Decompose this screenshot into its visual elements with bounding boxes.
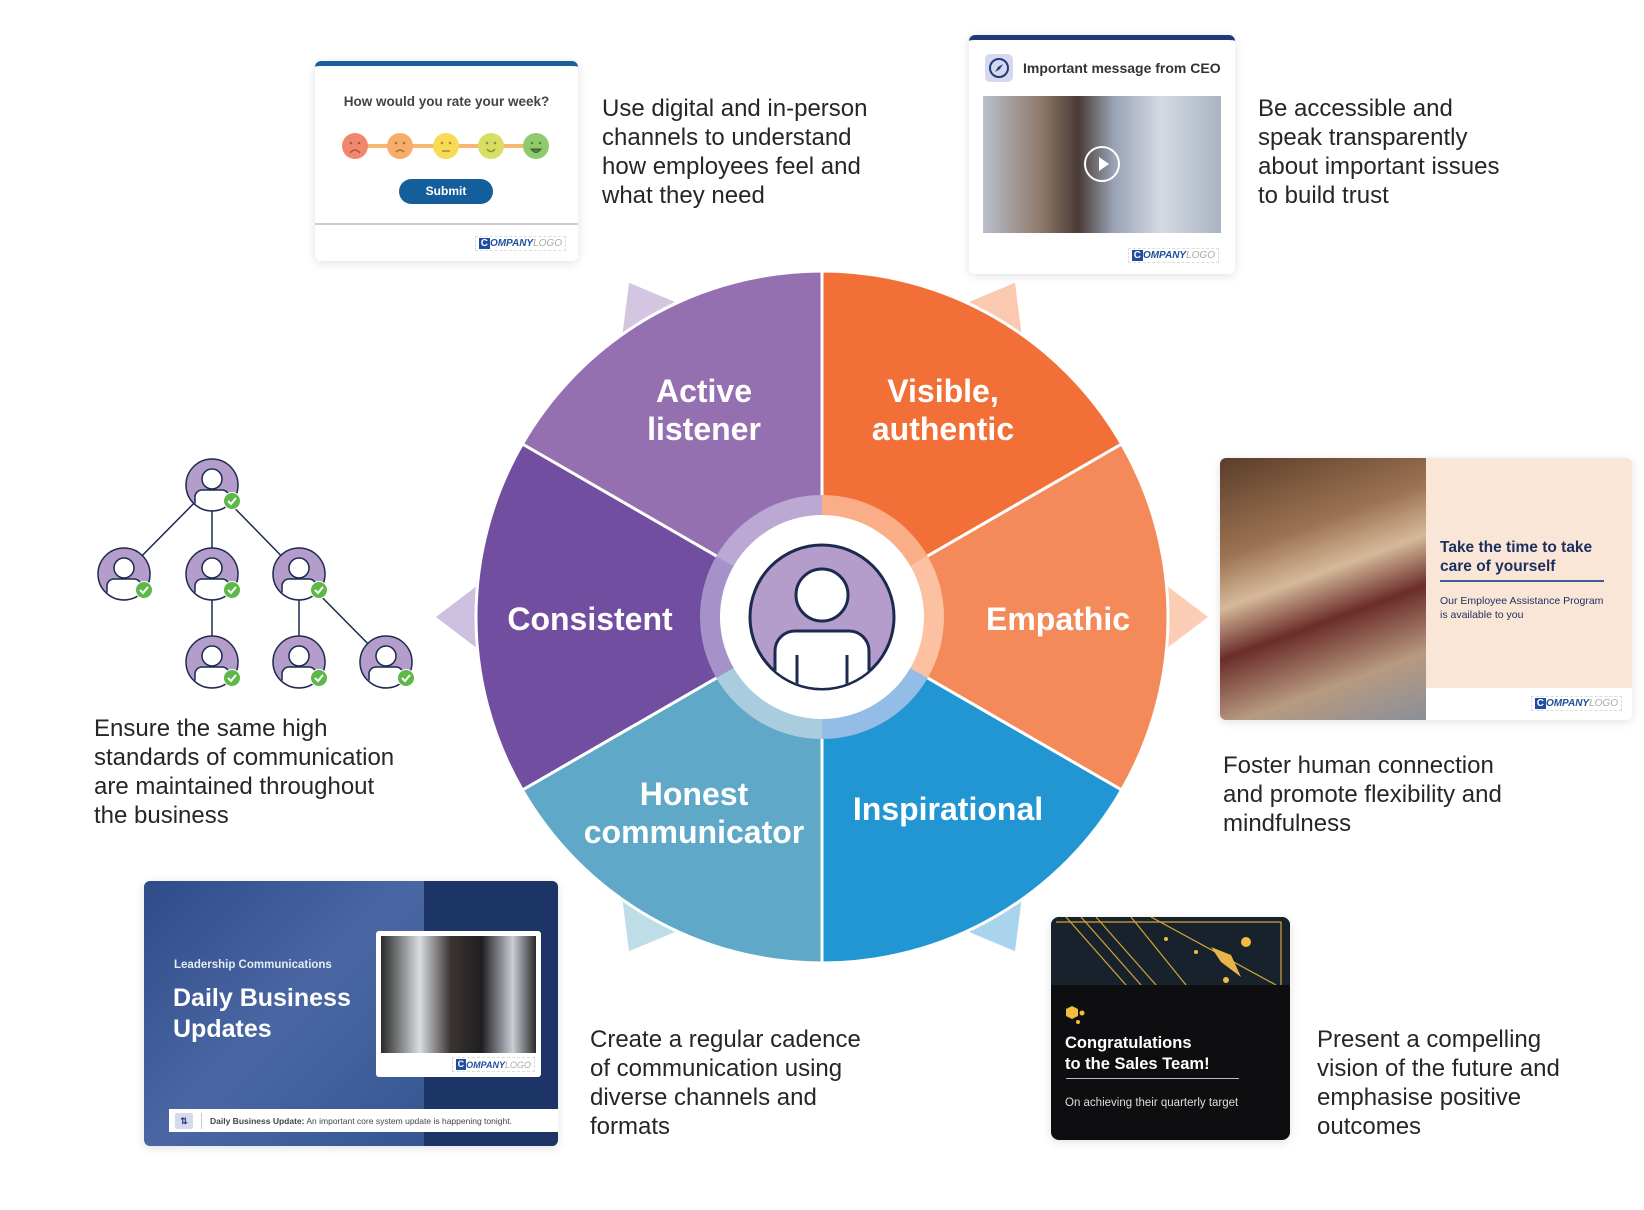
handshake-photo [381, 936, 536, 1053]
gold-lines-artwork [1051, 917, 1290, 985]
smile-face-icon[interactable] [478, 133, 504, 159]
label-visible-authentic: Visible, authentic [871, 373, 1015, 447]
description-honest: Create a regular cadence of communicatio… [590, 1026, 861, 1140]
neutral-face-icon[interactable] [433, 133, 459, 159]
org-chart [97, 458, 415, 689]
congrats-card: Congratulations to the Sales Team! On ac… [1051, 917, 1290, 1140]
check-circle-icon [135, 581, 153, 599]
label-consistent: Consistent [507, 601, 673, 637]
org-node-person-icon [185, 547, 239, 601]
description-empathic: Foster human connection and promote flex… [1223, 752, 1502, 837]
person-icon [748, 543, 896, 691]
ticker-bar: ⇅ Daily Business Update: An important co… [169, 1109, 558, 1132]
compass-icon [985, 54, 1013, 82]
check-circle-icon [310, 581, 328, 599]
very-sad-face-icon[interactable] [342, 133, 368, 159]
pointer-empathic [1161, 581, 1208, 653]
check-circle-icon [223, 492, 241, 510]
segment-consistent[interactable] [474, 441, 826, 793]
cafe-photo [1220, 458, 1426, 720]
check-circle-icon [223, 581, 241, 599]
org-node-person-icon [185, 635, 239, 689]
label-active-listener: Active listener [647, 373, 761, 447]
banner-title: Daily Business Updates [173, 984, 351, 1043]
org-node-person-icon [272, 635, 326, 689]
label-empathic: Empathic [985, 601, 1131, 637]
daily-updates-card: Leadership Communications Daily Business… [144, 881, 558, 1146]
sad-face-icon[interactable] [387, 133, 413, 159]
happy-face-icon[interactable] [523, 133, 549, 159]
wellbeing-panel [1426, 458, 1632, 688]
label-inspirational: Inspirational [852, 791, 1044, 827]
description-inspirational: Present a compelling vision of the futur… [1317, 1026, 1560, 1140]
segment-empathic[interactable] [819, 441, 1170, 793]
hexagon-icon [1066, 1006, 1085, 1024]
congrats-subtitle: On achieving their quarterly target [1065, 1097, 1239, 1109]
rating-scale[interactable] [315, 126, 578, 166]
wellbeing-title: Take the time to take care of yourself [1440, 539, 1593, 575]
wellbeing-subtitle: Our Employee Assistance Program is avail… [1440, 595, 1604, 621]
description-consistent: Ensure the same high standards of commun… [94, 715, 395, 829]
label-honest-communicator: Honest communicator [583, 776, 805, 850]
org-node-person-icon [185, 458, 239, 512]
video-thumbnail[interactable] [983, 96, 1221, 233]
survey-question: How would you rate your week? [343, 94, 550, 109]
org-node-person-icon [359, 635, 413, 689]
check-circle-icon [223, 669, 241, 687]
ticker-label: Daily Business Update: [210, 1115, 305, 1126]
divider [1066, 1078, 1239, 1079]
description-active-listener: Use digital and in-person channels to un… [602, 95, 868, 209]
check-circle-icon [310, 669, 328, 687]
banner-eyebrow: Leadership Communications [174, 959, 332, 971]
check-circle-icon [397, 669, 415, 687]
divider [315, 223, 578, 225]
divider [1440, 580, 1604, 582]
play-icon[interactable] [1084, 146, 1120, 182]
congrats-title: Congratulations to the Sales Team! [1065, 1034, 1210, 1073]
org-node-person-icon [97, 547, 151, 601]
pointer-consistent [436, 581, 483, 653]
org-node-person-icon [272, 547, 326, 601]
submit-button[interactable]: Submit [399, 179, 493, 204]
ceo-message-title: Important message from CEO [1023, 60, 1221, 76]
ticker-text: An important core system update is happe… [304, 1115, 512, 1126]
update-icon: ⇅ [175, 1112, 193, 1129]
wellbeing-card: Take the time to take care of yourself O… [1220, 458, 1632, 720]
description-visible-authentic: Be accessible and speak transparently ab… [1258, 95, 1500, 209]
ticker-separator [201, 1112, 202, 1129]
